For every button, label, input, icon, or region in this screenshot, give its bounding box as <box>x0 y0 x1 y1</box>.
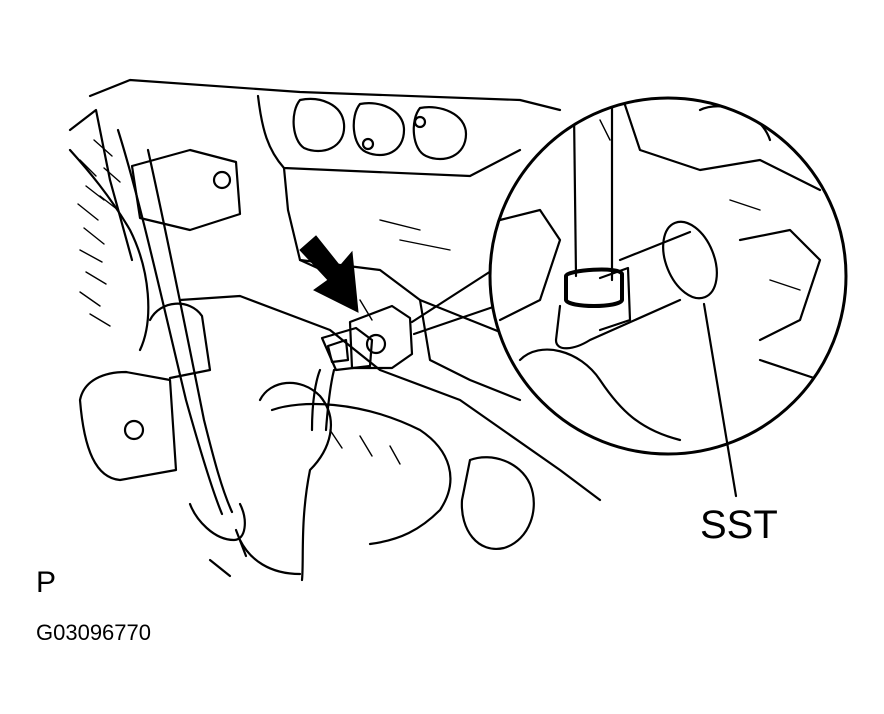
view-label: P <box>36 566 57 599</box>
arrow-icon <box>299 235 359 313</box>
sst-leader-line <box>702 302 738 498</box>
zoom-detail-circle <box>488 96 848 456</box>
sst-label: SST <box>700 503 778 547</box>
sensor-component <box>310 304 414 432</box>
figure-id: G03096770 <box>36 620 151 645</box>
